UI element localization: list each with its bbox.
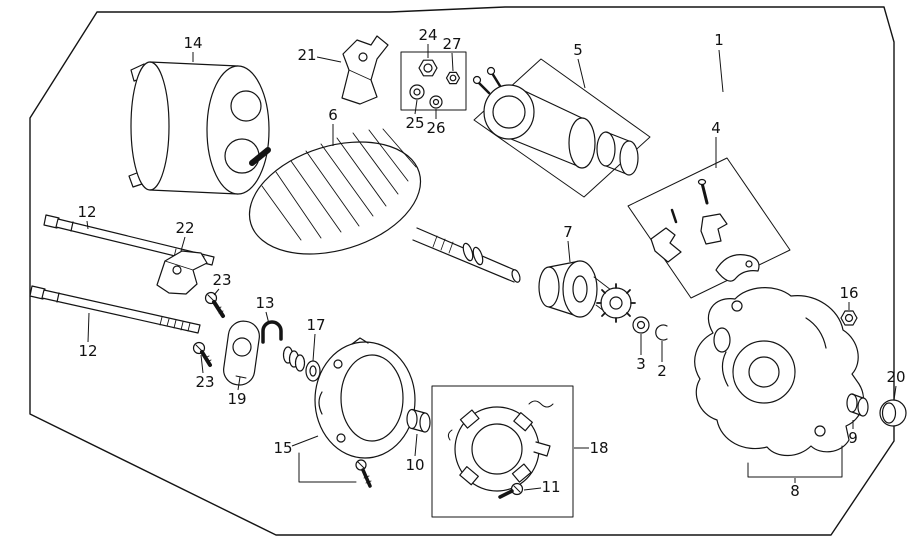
part-2-snap-ring (655, 324, 668, 341)
part-11-screw (498, 482, 524, 499)
callout-label-16: 16 (839, 284, 858, 302)
callout-label-2: 2 (657, 362, 667, 380)
callout-label-24: 24 (418, 26, 437, 44)
callout-label-14: 14 (183, 34, 202, 52)
callout-label-7: 7 (563, 223, 573, 241)
callout-label-23: 23 (212, 271, 231, 289)
callout-leader-20 (893, 385, 897, 401)
callout-leader-21 (316, 56, 342, 63)
callout-leader-1 (718, 49, 724, 93)
callout-label-22: 22 (175, 219, 194, 237)
diagram-border (29, 6, 895, 536)
callout-leader-11 (523, 487, 542, 491)
callout-bracket-15 (298, 452, 357, 483)
part-21-bracket (341, 35, 389, 105)
part-23-screw-lower (192, 341, 212, 367)
part-26-washer (429, 95, 443, 109)
callout-leader-10 (414, 433, 418, 457)
callout-leader-13 (265, 311, 270, 325)
callout-leader-12 (87, 312, 90, 343)
callout-leader-17 (312, 333, 316, 362)
part-12-through-bolt-lower (29, 285, 201, 334)
part-5-solenoid (472, 58, 651, 198)
part-14-motor-yoke (128, 61, 270, 195)
part-7-drive-clutch (538, 260, 636, 323)
callout-label-9: 9 (848, 429, 858, 447)
callout-leader-5 (577, 58, 586, 89)
callout-label-12: 12 (78, 342, 97, 360)
callout-label-17: 17 (306, 316, 325, 334)
callout-label-6: 6 (328, 106, 338, 124)
part-5-plunger-cap (596, 131, 616, 167)
part-18-brush-holder (431, 385, 574, 518)
callout-label-27: 27 (442, 35, 461, 53)
callout-leader-7 (567, 240, 571, 263)
part-12-through-bolt-upper (43, 214, 215, 266)
part-4-bracket-kit (627, 157, 791, 299)
part-17-spring-washer (282, 346, 321, 382)
part-23-screw-upper (204, 291, 225, 318)
callout-label-19: 19 (227, 390, 246, 408)
callout-label-8: 8 (790, 482, 800, 500)
part-19-plate (223, 320, 260, 386)
callout-leader-22 (180, 236, 186, 252)
callout-leader-27 (451, 52, 454, 72)
callout-leader-23 (213, 288, 220, 296)
part-6-armature (248, 128, 521, 283)
callout-label-3: 3 (636, 355, 646, 373)
part-27-nut (445, 71, 461, 85)
callout-leader-19 (237, 376, 241, 391)
hardware-group-24-27 (400, 51, 467, 111)
part-13-clip (261, 320, 283, 344)
callout-leader-15 (291, 435, 319, 447)
callout-label-26: 26 (426, 119, 445, 137)
callout-label-21: 21 (297, 46, 316, 64)
callout-label-1: 1 (714, 31, 724, 49)
part-25-washer (409, 84, 425, 100)
part-10-bushing (406, 408, 431, 433)
part-15-end-cover (314, 337, 416, 488)
callout-label-13: 13 (255, 294, 274, 312)
part-24-nut (418, 59, 438, 77)
callout-label-23: 23 (195, 373, 214, 391)
callout-label-12: 12 (77, 203, 96, 221)
part-9-bushing (846, 393, 869, 417)
callout-label-25: 25 (405, 114, 424, 132)
callout-label-11: 11 (541, 478, 560, 496)
part-8-gear-housing (694, 287, 864, 457)
callout-label-10: 10 (405, 456, 424, 474)
callout-leader-23 (200, 354, 204, 374)
callout-label-18: 18 (589, 439, 608, 457)
callout-label-15: 15 (273, 439, 292, 457)
part-3-washer (632, 316, 650, 334)
callout-label-4: 4 (711, 119, 721, 137)
part-16-nut (840, 310, 858, 326)
callout-label-20: 20 (886, 368, 905, 386)
callout-bracket-8 (747, 445, 843, 478)
part-20-cap (879, 399, 907, 427)
part-22-bracket (156, 250, 208, 295)
callout-leader-12 (86, 220, 89, 230)
callout-leader-25 (414, 99, 418, 115)
callout-label-5: 5 (573, 41, 583, 59)
